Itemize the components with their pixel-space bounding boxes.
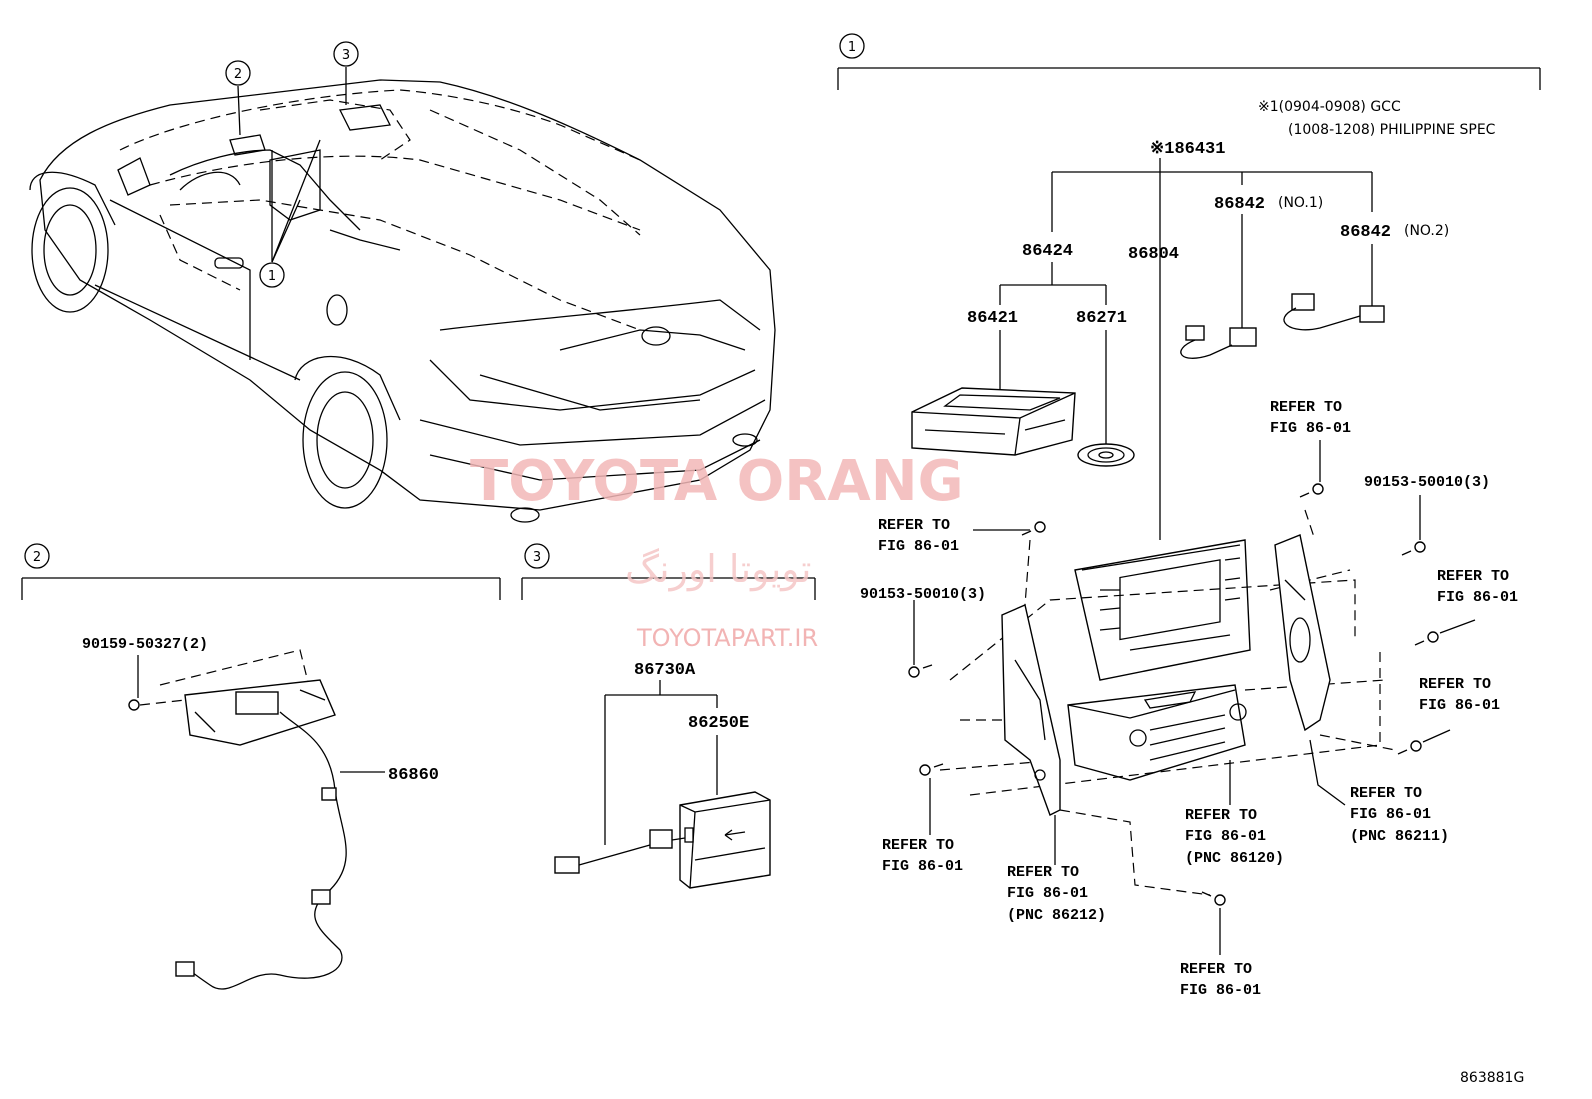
svg-text:(PNC 86211): (PNC 86211) [1350, 828, 1449, 845]
bolt-icon [1397, 740, 1422, 755]
refer-note-2: REFER TO FIG 86-01 [878, 517, 959, 555]
part-86431-label: ※186431 [1150, 140, 1225, 159]
callout-1-car: 1 [259, 262, 285, 288]
svg-text:TOYOTAPART.IR: TOYOTAPART.IR [636, 624, 818, 652]
svg-text:FIG 86-01: FIG 86-01 [1180, 982, 1261, 999]
module-86860 [139, 649, 336, 746]
watermark: TOYOTA ORANG تویوتا اورنگ TOYOTAPART.IR [470, 449, 964, 652]
disc-86271 [1077, 443, 1135, 467]
part-86250E-label: 86250E [688, 714, 749, 733]
svg-text:FIG 86-01: FIG 86-01 [878, 538, 959, 555]
figure-code: 863881G [1460, 1070, 1524, 1086]
harness-86842-no1 [1180, 214, 1257, 359]
usb-cable [554, 829, 686, 874]
bolts [908, 483, 1439, 906]
refer-note-7: REFER TO FIG 86-01 [882, 837, 963, 875]
svg-text:FIG 86-01: FIG 86-01 [1350, 806, 1431, 823]
svg-text:2: 2 [33, 550, 41, 565]
left-mount-bracket [1001, 604, 1061, 816]
bracket-86730A [604, 680, 718, 845]
section-1-header: 1 [837, 33, 1541, 90]
nav-unit-86421 [911, 387, 1076, 456]
usb-box-86250E [679, 791, 771, 889]
bracket-86424 [999, 262, 1107, 305]
part-90153-left-label: 90153-50010(3) [860, 586, 986, 603]
svg-text:FIG 86-01: FIG 86-01 [1185, 828, 1266, 845]
harness-86842-no2 [1283, 244, 1385, 331]
part-90159-label: 90159-50327(2) [82, 636, 208, 653]
refer-note-4: REFER TO FIG 86-01 [1419, 676, 1500, 714]
section-3-header: 3 [521, 543, 816, 600]
part-86842-no2-suffix: (NO.2) [1404, 223, 1449, 239]
bolt-icon [1021, 521, 1046, 536]
bolt-icon [128, 699, 140, 711]
svg-text:FIG 86-01: FIG 86-01 [1419, 697, 1500, 714]
refer-note-5: REFER TO FIG 86-01 (PNC 86211) [1350, 785, 1449, 845]
part-86271-label: 86271 [1076, 309, 1127, 328]
svg-text:REFER TO: REFER TO [878, 517, 950, 534]
callout-3-car: 3 [333, 41, 359, 67]
bolt-icon [1299, 483, 1324, 498]
svg-text:REFER TO: REFER TO [1437, 568, 1509, 585]
svg-text:3: 3 [342, 48, 350, 63]
bolt-icon [1414, 631, 1439, 646]
part-86860-label: 86860 [388, 766, 439, 785]
svg-text:FIG 86-01: FIG 86-01 [1270, 420, 1351, 437]
svg-text:(PNC 86212): (PNC 86212) [1007, 907, 1106, 924]
svg-text:2: 2 [234, 67, 242, 82]
bolt-icon [919, 763, 944, 776]
section-2-header: 2 [21, 543, 501, 600]
bolt-icon [1201, 891, 1226, 906]
bracket-86431 [1051, 158, 1373, 232]
svg-text:3: 3 [533, 550, 541, 565]
leaders-section1 [913, 440, 1476, 955]
right-mount-bracket [1274, 534, 1331, 732]
svg-text:REFER TO: REFER TO [1185, 807, 1257, 824]
part-86842-no1-suffix: (NO.1) [1278, 195, 1323, 211]
bolt-icon [1401, 541, 1426, 556]
svg-text:REFER TO: REFER TO [882, 837, 954, 854]
audio-unit [1067, 684, 1247, 781]
svg-text:1: 1 [848, 40, 856, 55]
part-86804-label: 86804 [1128, 245, 1179, 264]
svg-text:REFER TO: REFER TO [1419, 676, 1491, 693]
refer-note-9: REFER TO FIG 86-01 [1180, 961, 1261, 999]
part-86421-label: 86421 [967, 309, 1018, 328]
svg-text:TOYOTA ORANG: TOYOTA ORANG [470, 449, 964, 514]
display-unit-86804 [1074, 539, 1251, 681]
svg-text:REFER TO: REFER TO [1180, 961, 1252, 978]
svg-text:تویوتا اورنگ: تویوتا اورنگ [625, 547, 812, 592]
spec-note-line1: ※1(0904-0908) GCC [1258, 99, 1401, 115]
svg-text:FIG 86-01: FIG 86-01 [1437, 589, 1518, 606]
svg-text:(PNC 86120): (PNC 86120) [1185, 850, 1284, 867]
part-86842-no2-label: 86842 [1340, 223, 1391, 242]
svg-text:REFER TO: REFER TO [1007, 864, 1079, 881]
refer-note-1: REFER TO FIG 86-01 [1270, 399, 1351, 437]
part-90153-right-label: 90153-50010(3) [1364, 474, 1490, 491]
svg-text:REFER TO: REFER TO [1350, 785, 1422, 802]
part-86424-label: 86424 [1022, 242, 1073, 261]
svg-text:FIG 86-01: FIG 86-01 [882, 858, 963, 875]
cable-86860 [175, 711, 347, 990]
svg-text:1: 1 [268, 269, 276, 284]
bolt-icon [908, 664, 933, 678]
car-illustration [29, 67, 776, 523]
svg-text:FIG 86-01: FIG 86-01 [1007, 885, 1088, 902]
refer-note-3: REFER TO FIG 86-01 [1437, 568, 1518, 606]
part-86730A-label: 86730A [634, 661, 696, 680]
svg-text:REFER TO: REFER TO [1270, 399, 1342, 416]
part-86842-no1-label: 86842 [1214, 195, 1265, 214]
spec-note-line2: (1008-1208) PHILIPPINE SPEC [1288, 122, 1496, 138]
refer-note-6: REFER TO FIG 86-01 (PNC 86120) [1185, 807, 1284, 867]
refer-note-8: REFER TO FIG 86-01 (PNC 86212) [1007, 864, 1106, 924]
callout-2-car: 2 [225, 60, 251, 86]
